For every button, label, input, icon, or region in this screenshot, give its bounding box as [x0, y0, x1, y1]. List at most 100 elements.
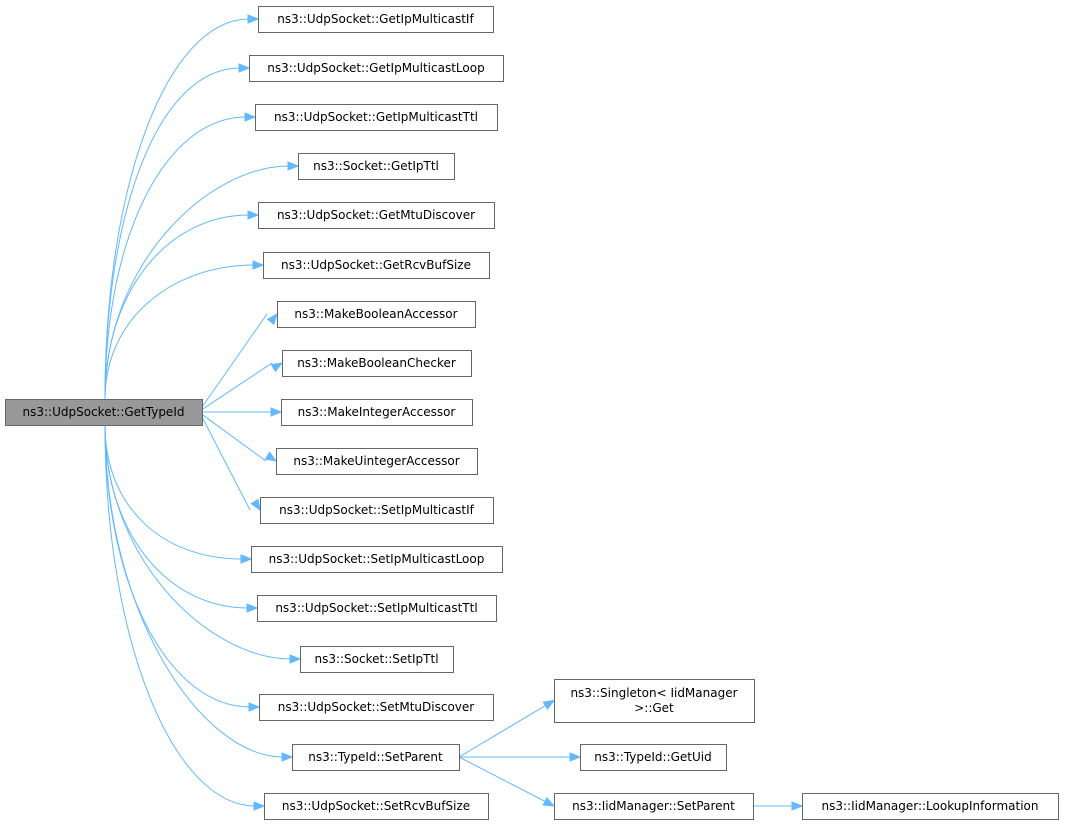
arrow-head-icon: [542, 699, 556, 710]
arrow-head-icon: [247, 210, 260, 220]
node-label: ns3::TypeId::SetParent: [308, 750, 443, 764]
graph-node[interactable]: ns3::UdpSocket::GetIpMulticastTtl: [255, 104, 498, 131]
node-label: ns3::UdpSocket::SetRcvBufSize: [282, 799, 470, 813]
call-edge: [458, 756, 547, 803]
node-label: ns3::MakeBooleanChecker: [297, 356, 456, 370]
node-box: [802, 793, 1059, 820]
arrow-head-icon: [270, 407, 283, 417]
edges-layer: [104, 14, 804, 811]
arrow-head-icon: [238, 63, 251, 73]
call-edge: [104, 424, 243, 560]
node-box: [300, 646, 454, 673]
graph-node[interactable]: ns3::Socket::SetIpTtl: [300, 646, 454, 673]
arrow-head-icon: [253, 801, 266, 811]
call-edge: [104, 424, 292, 660]
node-label: ns3::UdpSocket::GetRcvBufSize: [281, 258, 471, 272]
call-edge: [104, 424, 284, 758]
arrow-head-icon: [240, 554, 253, 564]
graph-node[interactable]: ns3::UdpSocket::SetMtuDiscover: [259, 694, 494, 721]
graph-node[interactable]: ns3::TypeId::SetParent: [292, 744, 460, 771]
graph-node[interactable]: ns3::MakeBooleanChecker: [282, 350, 472, 377]
arrow-head-icon: [270, 362, 284, 373]
graph-node[interactable]: ns3::Singleton< IidManager>::Get: [554, 679, 755, 723]
graph-node[interactable]: ns3::UdpSocket::GetTypeId: [5, 399, 203, 426]
arrow-head-icon: [247, 14, 260, 24]
node-label: ns3::UdpSocket::GetMtuDiscover: [277, 208, 475, 222]
node-label: ns3::IidManager::LookupInformation: [822, 799, 1039, 813]
node-box: [264, 793, 489, 820]
graph-node[interactable]: ns3::UdpSocket::SetRcvBufSize: [264, 793, 489, 820]
node-label: ns3::UdpSocket::SetMtuDiscover: [278, 700, 474, 714]
node-label: ns3::UdpSocket::GetIpMulticastIf: [277, 12, 474, 26]
graph-node[interactable]: ns3::TypeId::GetUid: [580, 744, 727, 771]
arrow-head-icon: [266, 312, 278, 326]
node-label: ns3::Socket::SetIpTtl: [314, 652, 438, 666]
node-label: ns3::UdpSocket::GetIpMulticastLoop: [267, 61, 484, 75]
node-label: ns3::UdpSocket::SetIpMulticastTtl: [275, 601, 477, 615]
node-label: ns3::Socket::GetIpTtl: [313, 159, 439, 173]
graph-node[interactable]: ns3::UdpSocket::GetRcvBufSize: [263, 252, 490, 279]
call-edge: [104, 424, 249, 609]
arrow-head-icon: [542, 796, 556, 807]
arrow-head-icon: [250, 498, 261, 512]
graph-node[interactable]: ns3::MakeIntegerAccessor: [281, 399, 473, 426]
node-box: [277, 301, 476, 328]
root-node-box: [5, 399, 203, 426]
node-box: [580, 744, 727, 771]
arrow-head-icon: [264, 451, 278, 462]
arrow-head-icon: [791, 801, 804, 811]
node-label: ns3::IidManager::SetParent: [572, 799, 735, 813]
call-edge: [104, 116, 247, 400]
arrow-head-icon: [248, 702, 261, 712]
arrow-head-icon: [569, 752, 582, 762]
graph-node[interactable]: ns3::UdpSocket::GetMtuDiscover: [258, 202, 495, 229]
node-box: [263, 252, 490, 279]
node-label: ns3::MakeIntegerAccessor: [298, 405, 456, 419]
node-label: ns3::UdpSocket::GetIpMulticastTtl: [274, 110, 478, 124]
node-label: ns3::TypeId::GetUid: [594, 750, 712, 764]
nodes-layer: ns3::UdpSocket::GetTypeIdns3::UdpSocket:…: [5, 6, 1059, 820]
node-box: [251, 546, 503, 573]
node-label: ns3::UdpSocket::SetIpMulticastLoop: [269, 552, 485, 566]
arrow-head-icon: [287, 161, 300, 171]
graph-node[interactable]: ns3::UdpSocket::GetIpMulticastIf: [258, 6, 494, 33]
arrow-head-icon: [281, 752, 294, 762]
call-edge: [458, 704, 547, 758]
node-box: [276, 448, 478, 475]
node-box: [249, 55, 504, 82]
graph-node[interactable]: ns3::IidManager::LookupInformation: [802, 793, 1059, 820]
graph-node[interactable]: ns3::MakeBooleanAccessor: [277, 301, 476, 328]
node-box: [258, 6, 494, 33]
graph-node[interactable]: ns3::MakeUintegerAccessor: [276, 448, 478, 475]
node-box: [259, 694, 494, 721]
node-label: ns3::UdpSocket::GetTypeId: [23, 405, 185, 419]
arrow-head-icon: [246, 603, 259, 613]
arrow-head-icon: [289, 654, 302, 664]
call-edge: [104, 214, 250, 400]
graph-node[interactable]: ns3::UdpSocket::SetIpMulticastLoop: [251, 546, 503, 573]
call-edge: [104, 67, 241, 400]
call-edge: [104, 264, 255, 400]
node-box: [292, 744, 460, 771]
node-box: [260, 497, 494, 524]
node-label: ns3::MakeBooleanAccessor: [294, 307, 457, 321]
call-edge: [201, 362, 273, 410]
node-box: [258, 202, 495, 229]
node-label: ns3::MakeUintegerAccessor: [293, 454, 459, 468]
node-box: [257, 595, 497, 622]
node-box: [255, 104, 498, 131]
graph-node[interactable]: ns3::UdpSocket::SetIpMulticastTtl: [257, 595, 497, 622]
graph-node[interactable]: ns3::Socket::GetIpTtl: [298, 153, 455, 180]
node-box: [554, 679, 755, 723]
call-edge: [104, 165, 290, 400]
node-box: [282, 350, 472, 377]
node-label: ns3::Singleton< IidManager: [570, 686, 737, 700]
node-label: >::Get: [634, 701, 674, 715]
call-edge: [201, 416, 251, 511]
graph-node[interactable]: ns3::IidManager::SetParent: [554, 793, 754, 820]
graph-node[interactable]: ns3::UdpSocket::SetIpMulticastIf: [260, 497, 494, 524]
graph-node[interactable]: ns3::UdpSocket::GetIpMulticastLoop: [249, 55, 504, 82]
call-edge: [201, 313, 268, 408]
call-edge: [201, 414, 267, 462]
